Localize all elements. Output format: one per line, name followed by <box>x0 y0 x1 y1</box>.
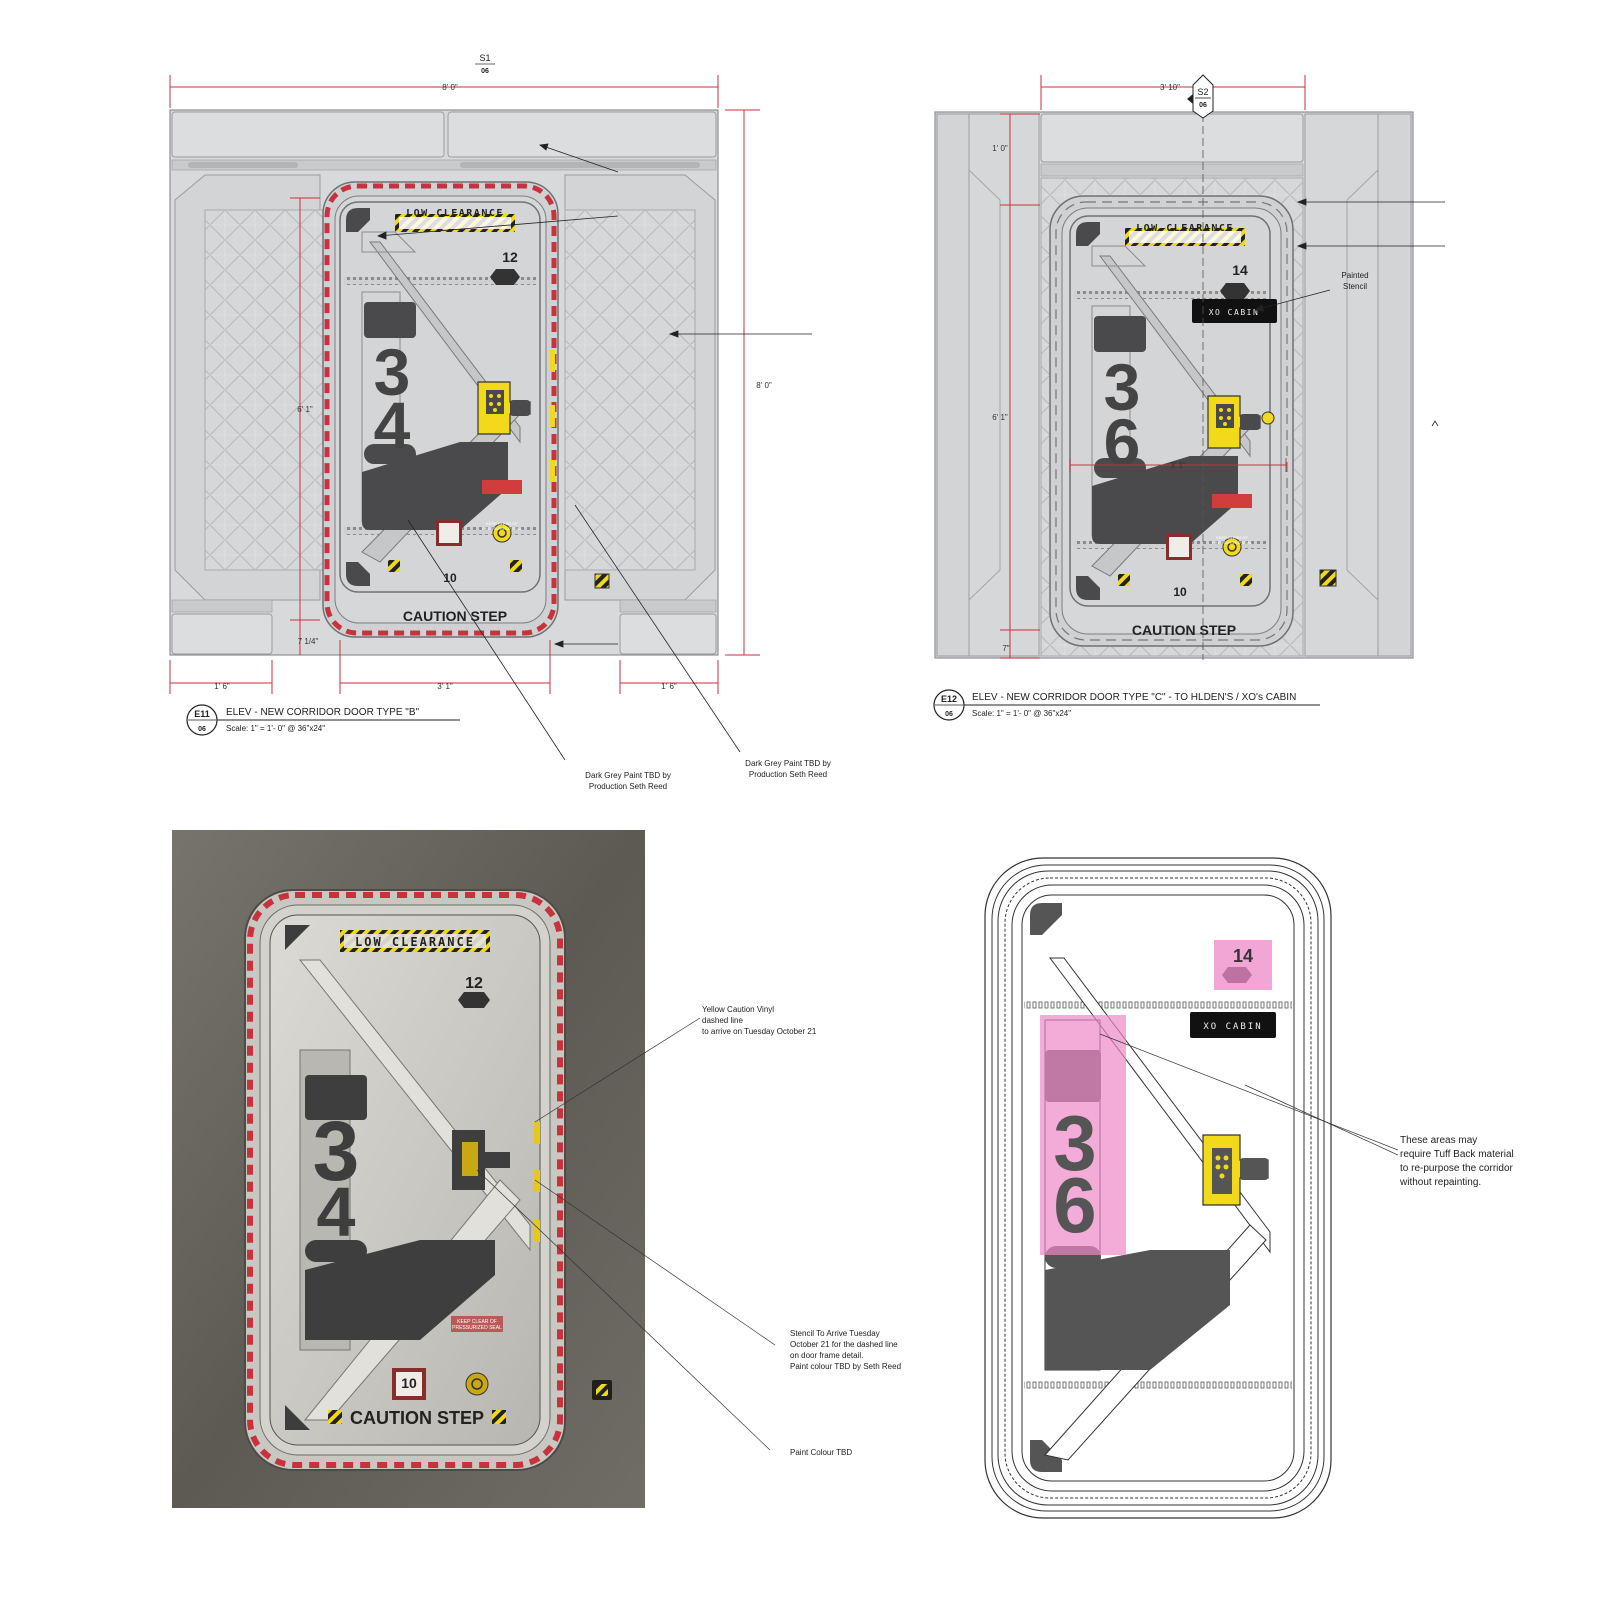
photo-note3: Paint Colour TBD <box>790 1448 852 1457</box>
e12-caution-step: CAUTION STEP <box>1132 622 1236 638</box>
e12-label-code: E12 <box>941 694 957 704</box>
e11-warning-a: KEEP CLEAR OF <box>486 521 518 526</box>
e11-dim-bottom-center: 3' 1" <box>437 682 453 691</box>
outline-door-number-b: 6 <box>1053 1161 1096 1249</box>
e11-section-sheet: 06 <box>481 68 489 75</box>
outline-note-d: without repainting. <box>1399 1177 1481 1188</box>
photo-door-number-a: 3 <box>313 1104 360 1198</box>
outline-note-a: These areas may <box>1400 1135 1477 1146</box>
e12-section-sheet: 06 <box>1199 102 1207 109</box>
e11-scale: Scale: 1" = 1'- 0" @ 36"x24" <box>226 724 325 733</box>
e12-cabin-label: XO CABIN <box>1209 308 1260 317</box>
e11-door-number-b: 4 <box>374 388 411 462</box>
e11-label-sheet: 06 <box>198 726 206 733</box>
elevation-e11: LOW CLEARANCE CAUTION STEP 12 3 4 10 KEE… <box>169 53 831 791</box>
e12-scale: Scale: 1" = 1'- 0" @ 36"x24" <box>972 709 1071 718</box>
e12-small-number: 14 <box>1232 262 1248 278</box>
outline-note-c: to re-purpose the corridor <box>1400 1163 1514 1174</box>
e11-note2-b: Production Seth Reed <box>749 770 827 779</box>
door-photo: LOW CLEARANCE CAUTION STEP 12 3 4 10 KEE… <box>172 830 901 1508</box>
photo-note1-a: Yellow Caution Vinyl <box>702 1005 774 1014</box>
e12-door-number-a: 3 <box>1104 350 1141 424</box>
photo-small-number: 12 <box>465 975 483 992</box>
e12-warning-a: KEEP CLEAR OF <box>1216 535 1248 540</box>
e12-low-clearance: LOW CLEARANCE <box>1136 223 1234 234</box>
e11-dim-overall-width: 8' 0" <box>442 83 458 92</box>
e11-section-tag: S1 <box>479 53 490 63</box>
e11-dim-bottom-right: 1' 6" <box>661 682 677 691</box>
photo-warning-a: KEEP CLEAR OF <box>457 1319 497 1325</box>
e12-section-tag: S2 <box>1197 87 1208 97</box>
door-outline: 14 XO CABIN 3 6 These areas may require … <box>984 857 1514 1519</box>
e11-title: ELEV - NEW CORRIDOR DOOR TYPE "B" <box>226 707 420 718</box>
e11-caution-step: CAUTION STEP <box>403 608 507 624</box>
e11-dim-sill: 7 1/4" <box>298 637 319 646</box>
photo-sign-number: 10 <box>401 1375 417 1391</box>
outline-cabin-label: XO CABIN <box>1203 1022 1262 1032</box>
e11-door-number-a: 3 <box>374 335 411 409</box>
photo-low-clearance: LOW CLEARANCE <box>355 935 475 949</box>
outline-small-number: 14 <box>1233 946 1253 966</box>
e12-dim-head: 1' 0" <box>992 144 1008 153</box>
photo-note2-a: Stencil To Arrive Tuesday <box>790 1329 880 1338</box>
e12-warning-b: PRESSURIZED SEAL <box>1212 540 1253 545</box>
outline-door-number-a: 3 <box>1053 1099 1096 1187</box>
e11-dim-overall-height: 8' 0" <box>756 381 772 390</box>
e12-label-sheet: 06 <box>945 711 953 718</box>
e12-sign-number: 10 <box>1173 585 1187 599</box>
e12-title: ELEV - NEW CORRIDOR DOOR TYPE "C" - TO H… <box>972 692 1296 703</box>
e11-dim-door-height: 6' 1" <box>297 405 313 414</box>
e12-dim-overall-width: 3' 10" <box>1160 83 1180 92</box>
photo-warning-b: PRESSURIZED SEAL <box>452 1325 502 1331</box>
photo-note2-c: on door frame detail. <box>790 1351 863 1360</box>
e12-stencil-note-a: Painted <box>1341 271 1368 280</box>
e12-door-number-b: 6 <box>1104 405 1141 479</box>
e11-warning-b: PRESSURIZED SEAL <box>482 526 523 531</box>
photo-note2-d: Paint colour TBD by Seth Reed <box>790 1362 901 1371</box>
e11-note2-a: Dark Grey Paint TBD by <box>745 759 831 768</box>
e11-low-clearance: LOW CLEARANCE <box>406 208 504 219</box>
e12-dim-door-height: 6' 1" <box>992 413 1008 422</box>
photo-note1-c: to arrive on Tuesday October 21 <box>702 1027 817 1036</box>
e11-dim-bottom-left: 1' 6" <box>214 682 230 691</box>
photo-caution-step: CAUTION STEP <box>350 1408 484 1428</box>
e11-label-code: E11 <box>194 709 210 719</box>
e11-note1-a: Dark Grey Paint TBD by <box>585 771 671 780</box>
elevation-e12: LOW CLEARANCE CAUTION STEP 14 XO CABIN 3… <box>933 74 1445 721</box>
e11-sign-number: 10 <box>443 571 457 585</box>
photo-door-number-b: 4 <box>317 1173 356 1251</box>
e12-dim-inner-width: 3' 1" <box>1170 461 1186 470</box>
photo-note1-b: dashed line <box>702 1016 743 1025</box>
e11-small-number: 12 <box>502 249 518 265</box>
outline-note-b: require Tuff Back material <box>1400 1149 1514 1160</box>
e12-stencil-note-b: Stencil <box>1343 282 1367 291</box>
e11-note1-b: Production Seth Reed <box>589 782 667 791</box>
e12-dim-sill: 7" <box>1002 644 1009 653</box>
photo-note2-b: October 21 for the dashed line <box>790 1340 898 1349</box>
